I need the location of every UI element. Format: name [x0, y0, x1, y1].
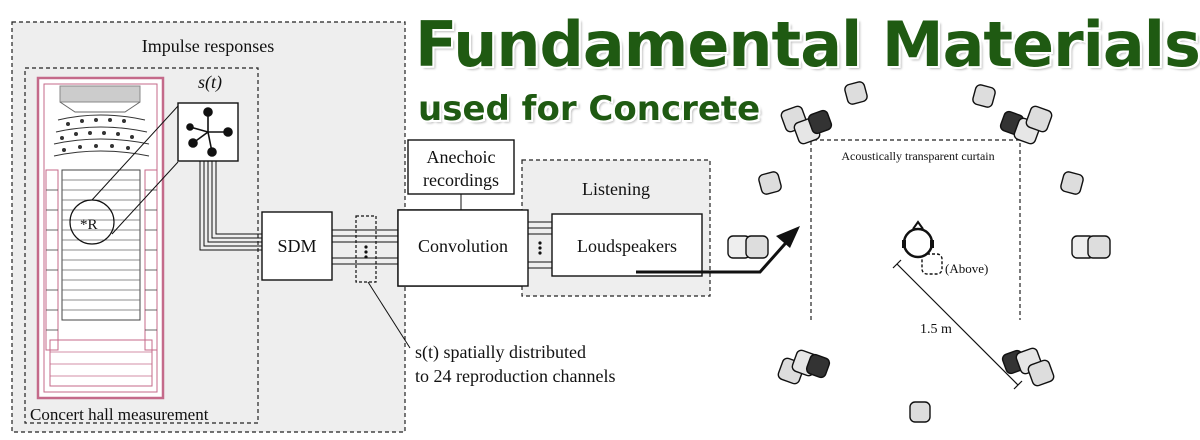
- convolution-label-overlay: Convolution: [418, 236, 508, 256]
- distance-line: [896, 263, 1019, 386]
- arrow-head-icon: [776, 226, 800, 248]
- speaker-icon: [844, 81, 868, 105]
- speaker-icon: [1060, 171, 1084, 195]
- speaker-pair-right: [1071, 235, 1111, 259]
- distribution-note-line2: to 24 reproduction channels: [415, 366, 615, 386]
- impulse-response-channels: [199, 161, 262, 251]
- listening-room: Acoustically transparent curtain (Above)…: [727, 81, 1111, 423]
- curtain-label: Acoustically transparent curtain: [841, 149, 994, 163]
- headline-subtitle: used for Concrete: [418, 89, 761, 129]
- concert-hall-label: Concert hall measurement: [30, 405, 209, 424]
- loudspeaker-arrow: [636, 235, 794, 274]
- impulse-responses-label: Impulse responses: [142, 36, 274, 56]
- speaker-icon: [758, 171, 782, 195]
- speaker-pair-top-left: [780, 105, 833, 145]
- receiver-label: *R: [80, 217, 98, 233]
- anechoic-recordings-box: [407, 139, 515, 195]
- above-label: (Above): [945, 261, 988, 276]
- speaker-icon: [972, 84, 996, 108]
- loudspeakers-box: [551, 213, 703, 277]
- sdm-label: SDM: [277, 236, 316, 256]
- speaker-pair-top-right: [999, 105, 1053, 145]
- headline-title: Fundamental Materials: [415, 8, 1200, 81]
- overhead-speaker-icon: [921, 253, 943, 275]
- listener-head-icon: [902, 227, 934, 259]
- listening-label: Listening: [582, 179, 650, 199]
- anechoic-label-line1: Anechoic: [427, 147, 496, 167]
- speaker-pair-left: [727, 235, 769, 259]
- distance-label: 1.5 m: [920, 322, 952, 337]
- loudspeakers-label: Loudspeakers: [577, 236, 677, 256]
- concert-hall-floorplan: [36, 76, 165, 400]
- anechoic-label-line2: recordings: [423, 170, 499, 190]
- channel-bundle-marker: [355, 215, 377, 283]
- speaker-pair-bottom-right: [1001, 347, 1055, 387]
- microphone-array-icon: [186, 107, 233, 157]
- s-of-t-label: s(t): [198, 72, 222, 93]
- sdm-box: [261, 211, 333, 281]
- speaker-pair-bottom-left: [777, 349, 831, 385]
- convolution-to-loudspeaker-channels: [528, 221, 552, 269]
- speaker-icon: [909, 401, 931, 423]
- distribution-note-line1: s(t) spatially distributed: [415, 342, 586, 363]
